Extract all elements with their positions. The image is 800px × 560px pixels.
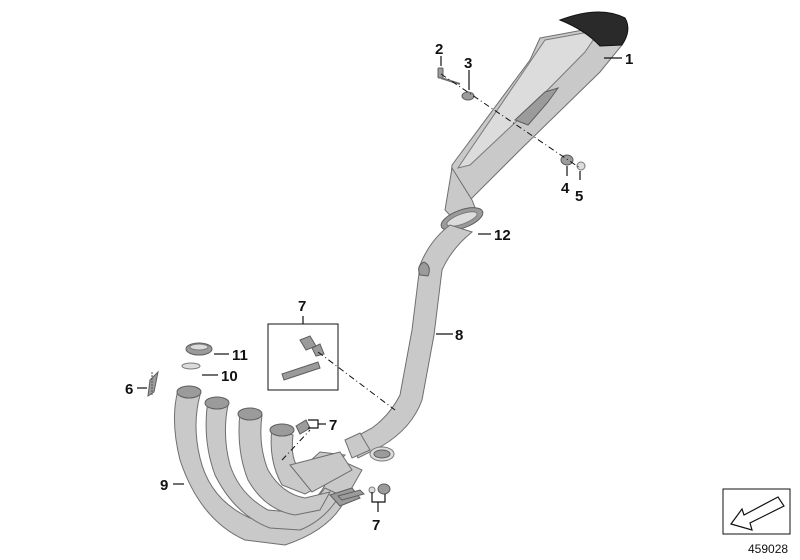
manifold-part	[173, 385, 363, 546]
callout-5: 5	[575, 188, 583, 205]
callout-8: 8	[455, 327, 463, 344]
leader-lines	[137, 56, 622, 512]
reference-number: 459028	[748, 542, 788, 556]
spring-set-inset	[267, 323, 339, 391]
hardware-spring-6	[147, 370, 159, 398]
callout-9: 9	[160, 477, 168, 494]
hardware-nut-5	[576, 161, 586, 171]
alignment-line-inset	[317, 351, 396, 411]
callout-10: 10	[221, 368, 238, 385]
alignment-line-upper	[440, 73, 581, 169]
clamp-part	[440, 207, 484, 231]
hardware-spring-7c	[337, 483, 391, 501]
orientation-arrow-icon	[722, 488, 791, 535]
silencer-end-cap	[558, 11, 629, 47]
callout-7-bottom: 7	[372, 517, 380, 534]
callout-7-middle: 7	[329, 417, 337, 434]
hardware-bolt-2	[437, 67, 461, 85]
callout-7-inset: 7	[298, 298, 306, 315]
callout-12: 12	[494, 227, 511, 244]
hardware-washer-3	[461, 91, 475, 101]
silencer-part	[444, 11, 629, 229]
hardware-spring-7b	[295, 419, 311, 435]
callout-11: 11	[232, 347, 248, 364]
callout-3: 3	[464, 55, 472, 72]
hardware-ring-10	[181, 362, 201, 370]
callout-1: 1	[625, 51, 633, 68]
link-pipe-part	[344, 224, 474, 462]
callout-6: 6	[125, 381, 133, 398]
callout-4: 4	[561, 180, 570, 197]
callout-2: 2	[435, 41, 443, 58]
hardware-gasket-11	[185, 342, 213, 356]
